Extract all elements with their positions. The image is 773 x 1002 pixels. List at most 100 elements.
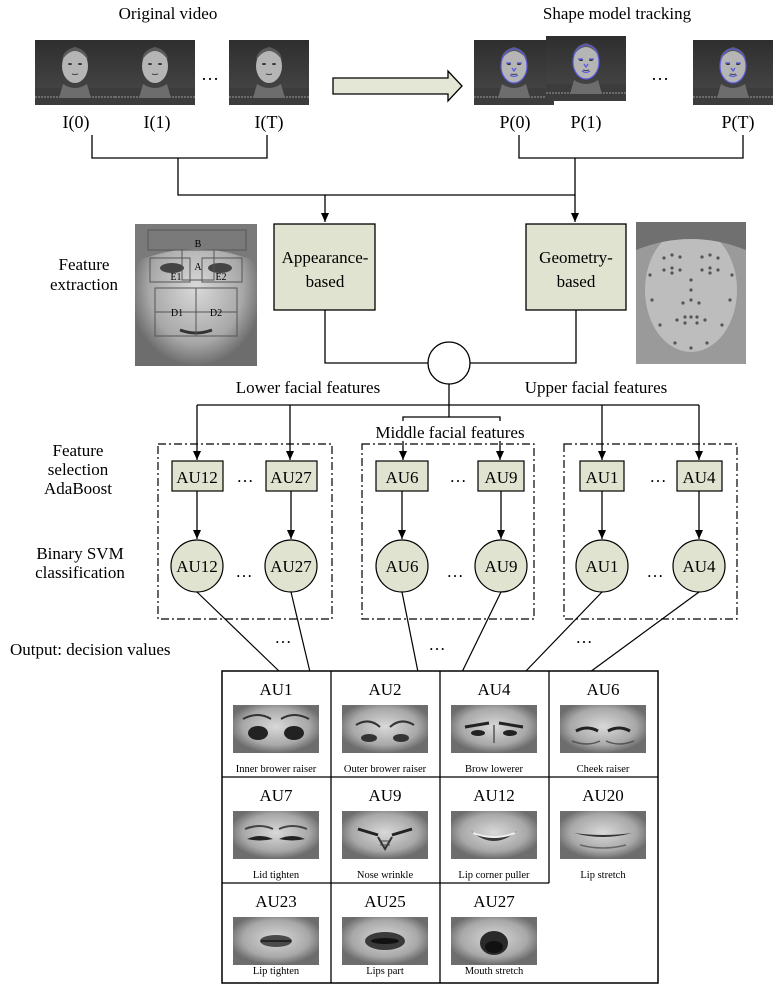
au-box-label: AU1 bbox=[585, 468, 618, 487]
region-label-e1: E1 bbox=[170, 272, 181, 283]
au-code: AU12 bbox=[473, 786, 515, 805]
tracked-frame-0 bbox=[474, 40, 554, 105]
selection-label-2: selection bbox=[48, 460, 109, 479]
au-cell-au7: AU7 Lid tighten bbox=[233, 786, 319, 881]
au-code: AU25 bbox=[364, 892, 406, 911]
appearance-based-box: Appearance- based bbox=[273, 223, 376, 311]
au-code: AU4 bbox=[477, 680, 511, 699]
output-ellipsis-1: … bbox=[275, 628, 292, 647]
fusion-connectors bbox=[324, 310, 577, 364]
frame-label-it: I(T) bbox=[255, 112, 284, 133]
upper-box-ellipsis: … bbox=[650, 467, 667, 486]
au-box-label: AU9 bbox=[484, 468, 517, 487]
middle-features-label: Middle facial features bbox=[375, 423, 524, 442]
au1-face-image bbox=[233, 705, 319, 753]
au-desc: Cheek raiser bbox=[577, 764, 630, 775]
au-code: AU9 bbox=[368, 786, 401, 805]
au-code: AU23 bbox=[255, 892, 297, 911]
box-to-classifier-arrows bbox=[193, 491, 703, 539]
classification-label-2: classification bbox=[35, 563, 125, 582]
upper-svm-ellipsis: … bbox=[647, 562, 664, 581]
geometry-face-image bbox=[636, 222, 746, 364]
upper-features-label: Upper facial features bbox=[525, 378, 668, 397]
shape-tracking-title: Shape model tracking bbox=[543, 4, 692, 23]
au-box-au12: AU12 bbox=[171, 460, 224, 492]
group-frames bbox=[157, 443, 738, 620]
classification-label-1: Binary SVM bbox=[36, 544, 123, 563]
au-cell-au4: AU4 Brow lowerer bbox=[451, 680, 537, 775]
au-cell-au23: AU23 Lip tighten bbox=[233, 892, 319, 977]
au12-face-image bbox=[451, 811, 537, 859]
au-box-label: AU12 bbox=[176, 468, 218, 487]
feature-extraction-label-1: Feature bbox=[59, 255, 110, 274]
output-label: Output: decision values bbox=[10, 640, 171, 659]
svm-label: AU6 bbox=[385, 557, 418, 576]
au-desc: Inner brower raiser bbox=[236, 764, 317, 775]
au-desc: Lid tighten bbox=[253, 870, 300, 881]
svm-label: AU27 bbox=[270, 557, 312, 576]
au-code: AU27 bbox=[473, 892, 515, 911]
au-box-au27: AU27 bbox=[265, 460, 318, 492]
middle-box-ellipsis: … bbox=[450, 467, 467, 486]
lower-group-frame bbox=[157, 443, 333, 620]
au-cell-au9: AU9 Nose wrinkle bbox=[342, 786, 428, 881]
lower-features-label: Lower facial features bbox=[236, 378, 380, 397]
au25-face-image bbox=[342, 917, 428, 965]
au7-face-image bbox=[233, 811, 319, 859]
region-label-b: B bbox=[195, 239, 202, 250]
au-cell-au27: AU27 Mouth stretch bbox=[451, 892, 537, 977]
frame-label-p1: P(1) bbox=[571, 112, 602, 133]
geometry-based-box: Geometry- based bbox=[525, 223, 627, 311]
svm-label: AU12 bbox=[176, 557, 218, 576]
tracking-arrow-icon bbox=[332, 69, 463, 103]
lower-svm-ellipsis: … bbox=[236, 562, 253, 581]
svm-au1: AU1 bbox=[575, 539, 629, 593]
au-desc: Brow lowerer bbox=[465, 764, 524, 775]
au-cell-au12: AU12 Lip corner puller bbox=[451, 786, 537, 881]
svm-label: AU1 bbox=[585, 557, 618, 576]
au6-face-image bbox=[560, 705, 646, 753]
au-desc: Lips part bbox=[366, 966, 404, 977]
au4-face-image bbox=[451, 705, 537, 753]
au-box-au1: AU1 bbox=[579, 460, 625, 492]
au-box-au4: AU4 bbox=[676, 460, 723, 492]
frame-label-pt: P(T) bbox=[722, 112, 755, 133]
appearance-label-2: based bbox=[306, 272, 345, 291]
svm-au9: AU9 bbox=[474, 539, 528, 593]
fanout-connectors bbox=[193, 384, 703, 460]
au-code: AU1 bbox=[259, 680, 292, 699]
au9-face-image bbox=[342, 811, 428, 859]
svm-au4: AU4 bbox=[672, 539, 726, 593]
appearance-label-1: Appearance- bbox=[282, 248, 369, 267]
svm-label: AU4 bbox=[682, 557, 716, 576]
au-desc: Lip stretch bbox=[580, 870, 626, 881]
svm-au27: AU27 bbox=[264, 539, 318, 593]
lower-box-ellipsis: … bbox=[237, 467, 254, 486]
tracked-ellipsis: … bbox=[651, 64, 669, 84]
au-code: AU2 bbox=[368, 680, 401, 699]
input-frame-t bbox=[228, 39, 310, 106]
au-cell-au20: AU20 Lip stretch bbox=[560, 786, 646, 881]
au-desc: Mouth stretch bbox=[465, 966, 524, 977]
au-desc: Lip corner puller bbox=[458, 870, 530, 881]
output-ellipsis-3: … bbox=[576, 628, 593, 647]
au-box-au6: AU6 bbox=[375, 460, 429, 492]
svm-au12: AU12 bbox=[170, 539, 224, 593]
au27-face-image bbox=[451, 917, 537, 965]
original-video-title: Original video bbox=[119, 4, 218, 23]
appearance-face-image: B A E1 E2 D1 D2 bbox=[135, 224, 257, 366]
au-cell-au6: AU6 Cheek raiser bbox=[560, 680, 646, 775]
region-label-d2: D2 bbox=[210, 308, 222, 319]
tracked-frame-1 bbox=[546, 36, 626, 101]
au-box-label: AU6 bbox=[385, 468, 418, 487]
au-box-label: AU27 bbox=[270, 468, 312, 487]
selection-label-1: Feature bbox=[53, 441, 104, 460]
geometry-label-2: based bbox=[557, 272, 596, 291]
au-code: AU20 bbox=[582, 786, 624, 805]
middle-group-frame bbox=[361, 443, 535, 620]
au-cell-au2: AU2 Outer brower raiser bbox=[342, 680, 428, 775]
region-label-a: A bbox=[194, 262, 202, 273]
region-label-d1: D1 bbox=[171, 308, 183, 319]
au2-face-image bbox=[342, 705, 428, 753]
